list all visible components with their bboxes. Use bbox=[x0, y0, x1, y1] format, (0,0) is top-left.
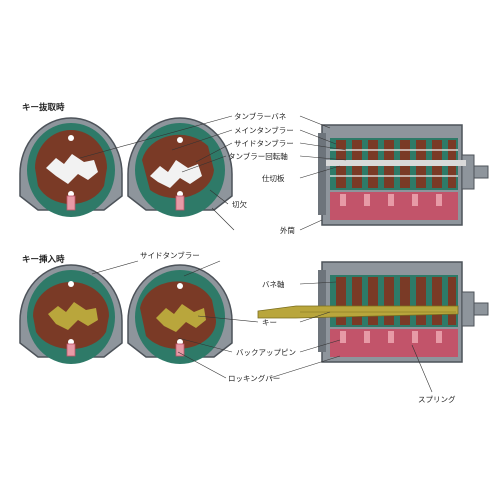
label-tumbler-spring: タンブラーバネ bbox=[234, 111, 286, 121]
key-inserted-title: キー挿入時 bbox=[22, 254, 65, 265]
label-partition-plate: 仕切板 bbox=[262, 173, 285, 183]
label-spring: スプリング bbox=[418, 394, 456, 404]
leader-lines-top bbox=[79, 115, 347, 231]
label-notch: 切欠 bbox=[232, 199, 247, 209]
leader-lines-bottom bbox=[91, 260, 433, 393]
cross-section-removed-2 bbox=[127, 117, 233, 217]
label-backup-pin: バックアップピン bbox=[236, 348, 296, 357]
longitudinal-section-removed bbox=[318, 124, 489, 226]
label-key: キー bbox=[262, 318, 277, 327]
label-side-tumbler: サイドタンブラー bbox=[234, 138, 294, 148]
key-removed-title: キー抜取時 bbox=[22, 102, 65, 113]
label-locking-bar: ロッキングバー bbox=[228, 373, 280, 383]
key-blade bbox=[257, 305, 459, 319]
label-tumbler-pivot: タンブラー回転軸 bbox=[228, 151, 288, 161]
label-side-tumbler-bottom: サイドタンブラー bbox=[140, 250, 200, 260]
label-main-tumbler: メインタンブラー bbox=[234, 125, 294, 135]
cross-section-inserted-2 bbox=[127, 264, 233, 364]
cross-section-removed-1 bbox=[19, 117, 123, 217]
label-spring-shaft: バネ軸 bbox=[262, 279, 285, 289]
cross-section-inserted-1 bbox=[19, 264, 123, 364]
longitudinal-section-inserted bbox=[318, 261, 489, 363]
label-outer-cylinder: 外筒 bbox=[280, 225, 295, 235]
